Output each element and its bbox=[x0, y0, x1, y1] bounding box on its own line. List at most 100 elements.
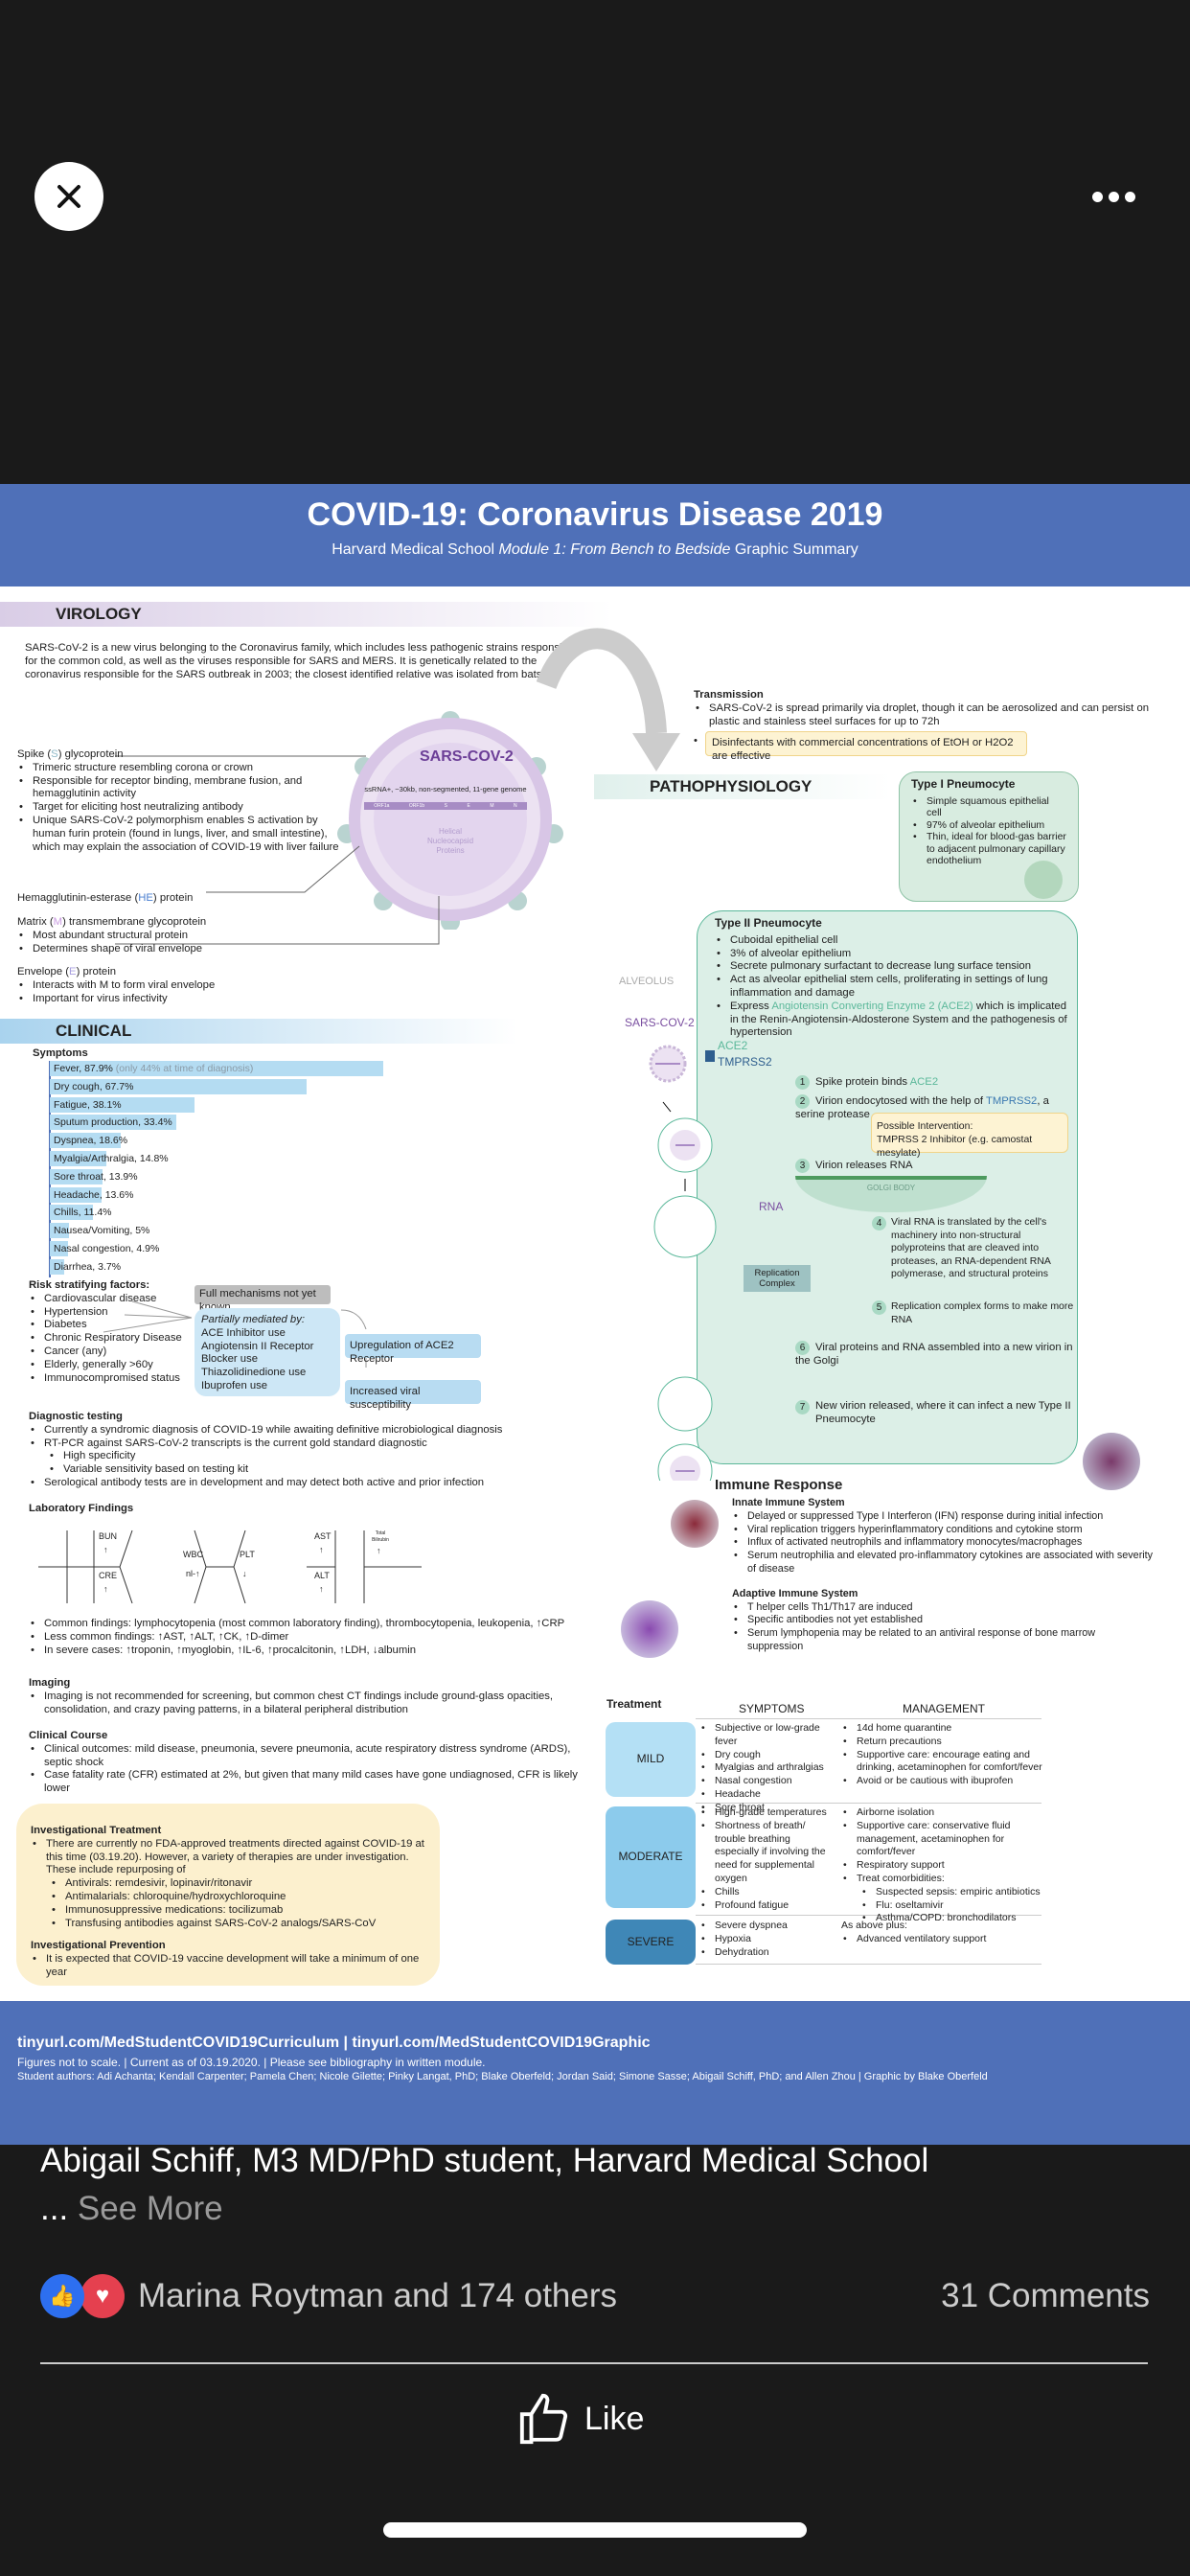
symptom-label: Headache, 13.6% bbox=[54, 1188, 134, 1201]
list-item: 97% of alveolar epithelium bbox=[911, 819, 1066, 832]
immune-cell-image bbox=[671, 1500, 719, 1548]
immune-heading: Immune Response bbox=[715, 1477, 843, 1493]
risk-factor: Immunocompromised status bbox=[29, 1372, 201, 1386]
severity-severe: SEVERE bbox=[606, 1920, 696, 1965]
type2-info: Type II Pneumocyte Cuboidal epithelial c… bbox=[715, 916, 1069, 1040]
list-item: Influx of activated neutrophils and infl… bbox=[732, 1536, 1154, 1550]
symptom-bar: Dyspnea, 18.6% bbox=[50, 1133, 127, 1149]
footer-authors: Student authors: Adi Achanta; Kendall Ca… bbox=[17, 2071, 988, 2082]
see-more-link[interactable]: See More bbox=[77, 2190, 223, 2227]
symptom-label: Fever, 87.9% bbox=[54, 1063, 113, 1074]
risk-arrows bbox=[103, 1300, 367, 1368]
close-button[interactable] bbox=[34, 162, 103, 231]
love-reaction-icon: ♥ bbox=[80, 2274, 125, 2318]
like-reaction-icon: 👍 bbox=[40, 2274, 84, 2318]
bun-label: BUN bbox=[99, 1531, 118, 1541]
transmission-section: Transmission SARS-CoV-2 is spread primar… bbox=[694, 689, 1173, 728]
susceptibility-box: Increased viral susceptibility bbox=[345, 1380, 481, 1411]
list-item: Act as alveolar epithelial stem cells, p… bbox=[715, 974, 1069, 1000]
immune-cell-image bbox=[621, 1600, 678, 1658]
footer-links[interactable]: tinyurl.com/MedStudentCOVID19Curriculum … bbox=[17, 2035, 651, 2051]
replication-complex: Replication Complex bbox=[744, 1265, 811, 1292]
prevention-heading: Investigational Prevention bbox=[31, 1940, 166, 1952]
symptom-bar: Nausea/Vomiting, 5% bbox=[50, 1223, 149, 1239]
reactions-summary[interactable]: 👍 ♥ Marina Roytman and 174 others bbox=[40, 2274, 617, 2318]
like-button[interactable]: Like bbox=[517, 2391, 644, 2447]
type1-pneumocyte-box: Type I Pneumocyte Simple squamous epithe… bbox=[899, 771, 1079, 902]
investigational-heading: Investigational Treatment bbox=[31, 1825, 162, 1836]
diagnostic-heading: Diagnostic testing bbox=[29, 1411, 123, 1422]
gene-label: ORF1a bbox=[374, 803, 390, 809]
footer-note: Figures not to scale. | Current as of 03… bbox=[17, 2056, 486, 2069]
symptom-label: Sputum production, 33.4% bbox=[54, 1116, 172, 1129]
mediator: Ibuprofen use bbox=[201, 1379, 268, 1392]
symptom-bar: Sputum production, 33.4% bbox=[50, 1115, 177, 1131]
alt-label: ALT bbox=[314, 1571, 330, 1580]
list-item: Case fatality rate (CFR) estimated at 2%… bbox=[29, 1769, 584, 1796]
moderate-symptoms: High-grade temperaturesShortness of brea… bbox=[699, 1806, 834, 1912]
mild-symptoms: Subjective or low-grade feverDry coughMy… bbox=[699, 1722, 834, 1815]
list-item: In severe cases: ↑troponin, ↑myoglobin, … bbox=[29, 1644, 594, 1658]
comments-link[interactable]: 31 Comments bbox=[941, 2277, 1150, 2314]
list-item: Currently a syndromic diagnosis of COVID… bbox=[29, 1424, 565, 1438]
more-options-button[interactable] bbox=[1092, 185, 1150, 208]
sars-cov-2-virus-diagram bbox=[337, 711, 563, 930]
clinical-course-section: Clinical CourseClinical outcomes: mild d… bbox=[29, 1730, 584, 1796]
list-item: Serum lymphopenia may be related to an a… bbox=[732, 1627, 1154, 1654]
symptoms-heading: Symptoms bbox=[33, 1047, 88, 1059]
matrix-section: Matrix (M) transmembrane glycoprotein Mo… bbox=[17, 916, 343, 955]
spike-section: Spike (S) glycoprotein Trimeric structur… bbox=[17, 748, 353, 854]
spike-title: Spike (S) glycoprotein bbox=[17, 748, 124, 760]
up-arrow: ↑ bbox=[319, 1584, 324, 1594]
alveolus-label: ALVEOLUS bbox=[619, 976, 675, 987]
gene-label: S bbox=[444, 803, 447, 809]
up-arrow: ↑ bbox=[319, 1545, 324, 1554]
curved-arrow-icon bbox=[537, 628, 680, 771]
risk-factor: Elderly, generally >60y bbox=[29, 1359, 201, 1372]
list-item: It is expected that COVID-19 vaccine dev… bbox=[31, 1953, 425, 1980]
list-item: Transfusing antibodies against SARS-CoV-… bbox=[31, 1918, 425, 1931]
subtitle-module: Module 1: From Bench to Bedside bbox=[498, 541, 731, 558]
immune-cell-image bbox=[1083, 1433, 1140, 1490]
disinfectant-note: Disinfectants with commercial concentrat… bbox=[705, 731, 1027, 762]
list-item: Responsible for receptor binding, membra… bbox=[17, 775, 353, 802]
dot-icon bbox=[1092, 191, 1103, 202]
cre-label: CRE bbox=[99, 1571, 118, 1580]
transmission-heading: Transmission bbox=[694, 689, 764, 701]
list-item: Thin, ideal for blood-gas barrier to adj… bbox=[911, 831, 1066, 867]
list-item: Clinical outcomes: mild disease, pneumon… bbox=[29, 1743, 584, 1770]
list-item: Viral replication triggers hyperinflamma… bbox=[732, 1524, 1154, 1537]
ellipsis: ... bbox=[40, 2190, 78, 2227]
subtitle-text: Harvard Medical School bbox=[332, 541, 499, 558]
symptom-bar: Nasal congestion, 4.9% bbox=[50, 1241, 159, 1256]
virus-label: SARS-COV-2 bbox=[420, 748, 514, 765]
symptom-bar: Diarrhea, 3.7% bbox=[50, 1258, 121, 1275]
caption-text: Abigail Schiff, M3 MD/PhD student, Harva… bbox=[40, 2142, 929, 2179]
covid-infographic[interactable]: COVID-19: Coronavirus Disease 2019 Harva… bbox=[0, 484, 1190, 2145]
risk-factor: Hypertension bbox=[29, 1306, 201, 1320]
virion-lifecycle-diagram bbox=[649, 1045, 717, 1481]
list-item: Antivirals: remdesivir, lopinavir/ritona… bbox=[31, 1877, 425, 1891]
up-arrow: ↑ bbox=[103, 1545, 108, 1554]
tmprss2-label: TMPRSS2 bbox=[718, 1055, 772, 1069]
up-arrow: ↑ bbox=[103, 1584, 108, 1594]
list-item: Express Angiotensin Converting Enzyme 2 … bbox=[715, 1000, 1069, 1040]
list-item: Most abundant structural protein bbox=[17, 930, 343, 943]
treatment-heading: Treatment bbox=[606, 1697, 662, 1711]
poster-header: COVID-19: Coronavirus Disease 2019 Harva… bbox=[0, 484, 1190, 586]
mediator: Thiazolidinedione use bbox=[201, 1367, 307, 1379]
home-indicator[interactable] bbox=[383, 2522, 807, 2538]
innate-heading: Innate Immune System bbox=[732, 1497, 845, 1508]
risk-heading: Risk stratifying factors: bbox=[29, 1279, 150, 1291]
severity-moderate: MODERATE bbox=[606, 1806, 696, 1908]
divider bbox=[40, 2362, 1148, 2364]
gene-label: N bbox=[514, 803, 517, 809]
up-arrow: ↑ bbox=[377, 1546, 381, 1555]
symptom-label: Chills, 11.4% bbox=[54, 1207, 112, 1219]
list-item: Specific antibodies not yet established bbox=[732, 1614, 1154, 1627]
symptom-bar: Dry cough, 67.7% bbox=[50, 1078, 308, 1094]
